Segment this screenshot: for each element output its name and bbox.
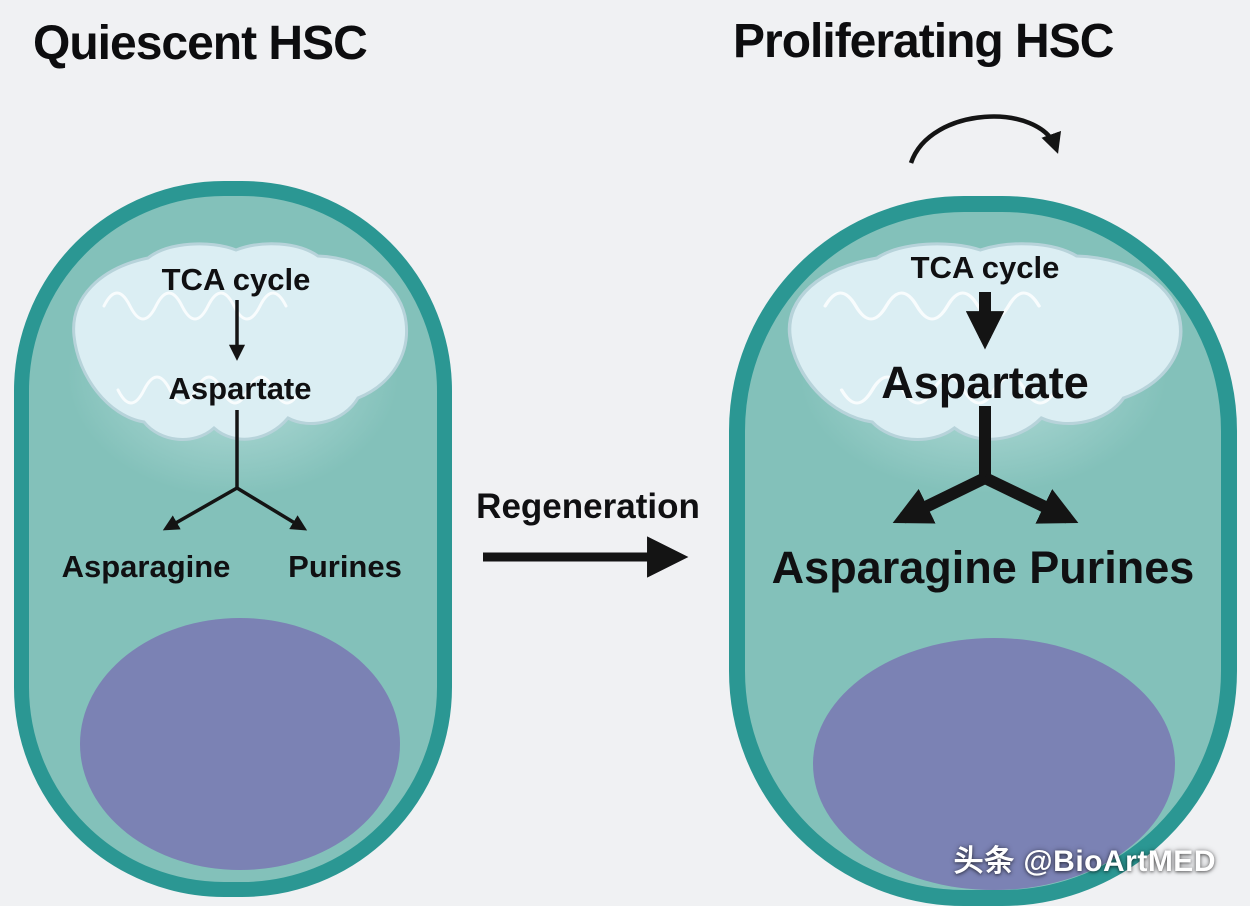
self-renewal-arrow-icon xyxy=(908,114,1061,164)
proliferating-nucleus xyxy=(813,638,1175,890)
mitochondria-outline xyxy=(72,242,409,441)
mitochondria-cristae-icon xyxy=(839,375,1058,405)
quiescent-nucleus xyxy=(80,618,400,870)
right-asparagine-purines-label: Asparagine Purines xyxy=(772,543,1195,593)
left-tca-cycle-label: TCA cycle xyxy=(161,262,311,297)
right-aspartate-label: Aspartate xyxy=(881,357,1089,408)
right-to-asparagine-arrow xyxy=(892,472,988,524)
right-asparagine-label: Asparagine xyxy=(771,542,1017,593)
left-asparagine-label: Asparagine xyxy=(61,549,231,584)
bioartmed-watermark: 头条 @BioArtMED xyxy=(953,845,1216,878)
regeneration-label: Regeneration xyxy=(476,487,700,526)
mitochondria-cristae-icon xyxy=(823,291,1041,321)
left-purines-label: Purines xyxy=(288,549,402,584)
right-tca-cycle-label: TCA cycle xyxy=(910,250,1060,285)
right-purines-label: Purines xyxy=(1029,542,1195,593)
quiescent-hsc-title: Quiescent HSC xyxy=(33,17,368,70)
left-to-purines-arrow xyxy=(236,486,308,531)
mitochondria-cristae-icon xyxy=(116,375,302,405)
left-to-asparagine-arrow xyxy=(162,486,238,531)
proliferating-hsc-title: Proliferating HSC xyxy=(733,15,1114,68)
mitochondria-cristae-icon xyxy=(102,291,288,321)
quiescent-mitochondria-icon xyxy=(72,242,409,441)
left-aspartate-label: Aspartate xyxy=(168,371,312,406)
right-to-purines-arrow xyxy=(982,472,1079,524)
